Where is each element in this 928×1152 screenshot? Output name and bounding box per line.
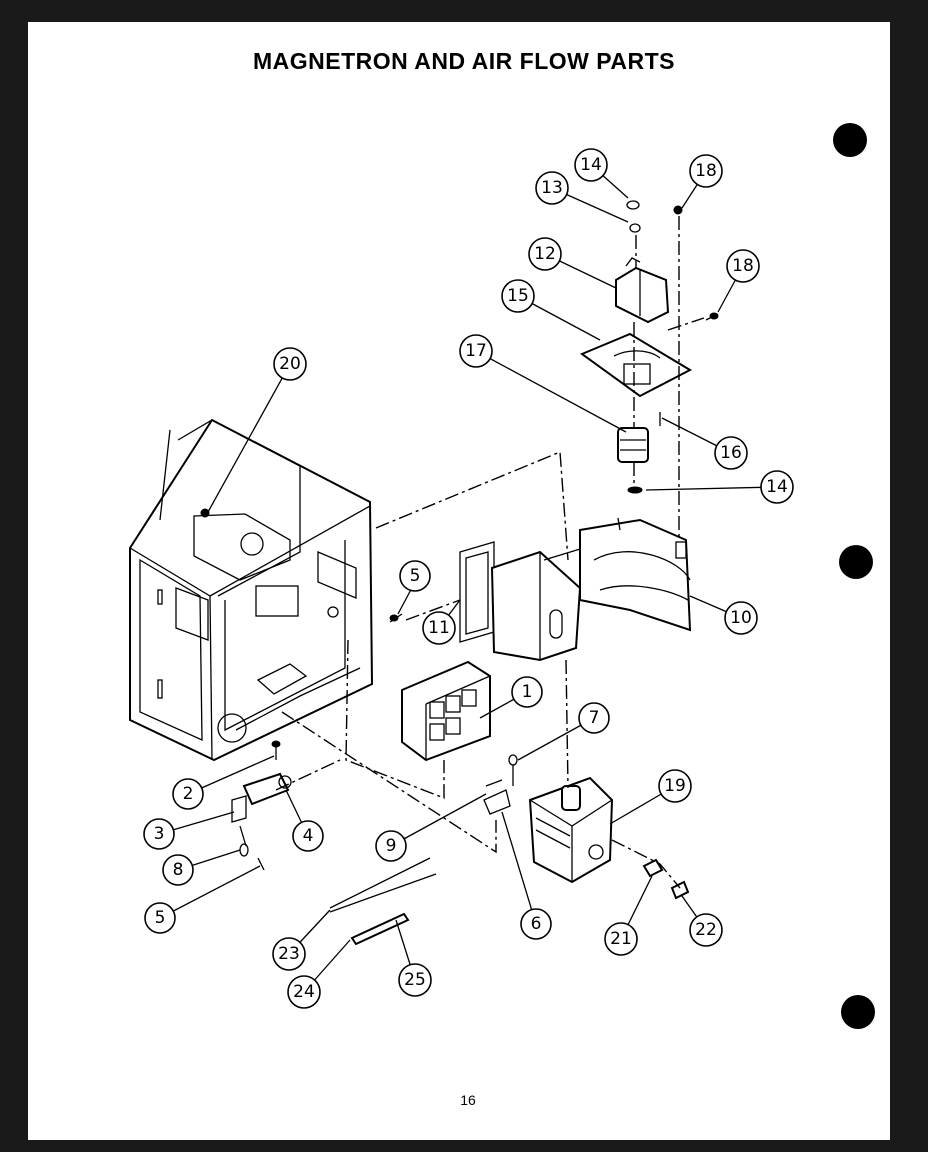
callout-14-top: 14 bbox=[574, 148, 608, 182]
svg-text:5: 5 bbox=[410, 566, 421, 586]
callout-12: 12 bbox=[528, 237, 562, 271]
callout-18-top: 18 bbox=[689, 154, 723, 188]
callout-17: 17 bbox=[459, 334, 493, 368]
callout-14-lower: 14 bbox=[760, 470, 794, 504]
svg-text:23: 23 bbox=[278, 944, 300, 964]
svg-text:13: 13 bbox=[541, 178, 563, 198]
cabinet-frame bbox=[129, 418, 374, 762]
svg-text:14: 14 bbox=[580, 155, 602, 175]
svg-text:25: 25 bbox=[404, 970, 426, 990]
callout-3: 3 bbox=[143, 818, 175, 850]
svg-text:9: 9 bbox=[386, 836, 397, 856]
callout-20: 20 bbox=[273, 347, 307, 381]
svg-text:5: 5 bbox=[155, 908, 166, 928]
callout-16: 16 bbox=[714, 436, 748, 470]
callout-11: 11 bbox=[422, 611, 456, 645]
callout-2: 2 bbox=[172, 778, 204, 810]
svg-text:14: 14 bbox=[766, 477, 788, 497]
svg-text:7: 7 bbox=[589, 708, 600, 728]
svg-text:8: 8 bbox=[173, 860, 184, 880]
binder-hole-bottom bbox=[841, 995, 875, 1029]
callout-23: 23 bbox=[272, 937, 306, 971]
svg-text:22: 22 bbox=[695, 920, 717, 940]
svg-text:19: 19 bbox=[664, 776, 686, 796]
callout-13: 13 bbox=[535, 171, 569, 205]
svg-text:20: 20 bbox=[279, 354, 301, 374]
callout-15: 15 bbox=[501, 279, 535, 313]
svg-text:11: 11 bbox=[428, 618, 450, 638]
page-title: MAGNETRON AND AIR FLOW PARTS bbox=[252, 48, 675, 74]
callout-10: 10 bbox=[724, 601, 758, 635]
assembly-lines bbox=[275, 216, 705, 889]
svg-text:12: 12 bbox=[534, 244, 556, 264]
high-voltage-transformer bbox=[401, 660, 491, 762]
callout-25: 25 bbox=[398, 963, 432, 997]
callout-7: 7 bbox=[578, 702, 610, 734]
svg-text:3: 3 bbox=[154, 824, 165, 844]
svg-text:16: 16 bbox=[720, 443, 742, 463]
callout-24: 24 bbox=[287, 975, 321, 1009]
callout-5-lower: 5 bbox=[144, 902, 176, 934]
fan-shroud bbox=[579, 517, 692, 632]
svg-text:15: 15 bbox=[507, 286, 529, 306]
svg-text:1: 1 bbox=[522, 682, 533, 702]
callout-21: 21 bbox=[604, 922, 638, 956]
fan-motor-assembly bbox=[579, 200, 693, 494]
svg-text:18: 18 bbox=[695, 161, 717, 181]
callout-4: 4 bbox=[292, 820, 324, 852]
small-parts bbox=[231, 205, 719, 946]
svg-text:17: 17 bbox=[465, 341, 487, 361]
binder-hole-top bbox=[833, 123, 867, 157]
svg-text:18: 18 bbox=[732, 256, 754, 276]
callout-8: 8 bbox=[162, 854, 194, 886]
callout-9: 9 bbox=[375, 830, 407, 862]
magnetron bbox=[528, 776, 614, 884]
callout-22: 22 bbox=[689, 913, 723, 947]
callout-18-lower: 18 bbox=[726, 249, 760, 283]
callout-5-upper: 5 bbox=[399, 560, 431, 592]
svg-text:2: 2 bbox=[183, 784, 194, 804]
svg-text:6: 6 bbox=[531, 914, 542, 934]
callout-1: 1 bbox=[511, 676, 543, 708]
binder-hole-middle bbox=[839, 545, 873, 579]
air-duct bbox=[459, 541, 591, 662]
svg-text:4: 4 bbox=[303, 826, 314, 846]
svg-text:24: 24 bbox=[293, 982, 315, 1002]
callout-19: 19 bbox=[658, 769, 692, 803]
page-number: 16 bbox=[460, 1092, 476, 1108]
svg-text:21: 21 bbox=[610, 929, 632, 949]
svg-text:10: 10 bbox=[730, 608, 752, 628]
callout-6: 6 bbox=[520, 908, 552, 940]
